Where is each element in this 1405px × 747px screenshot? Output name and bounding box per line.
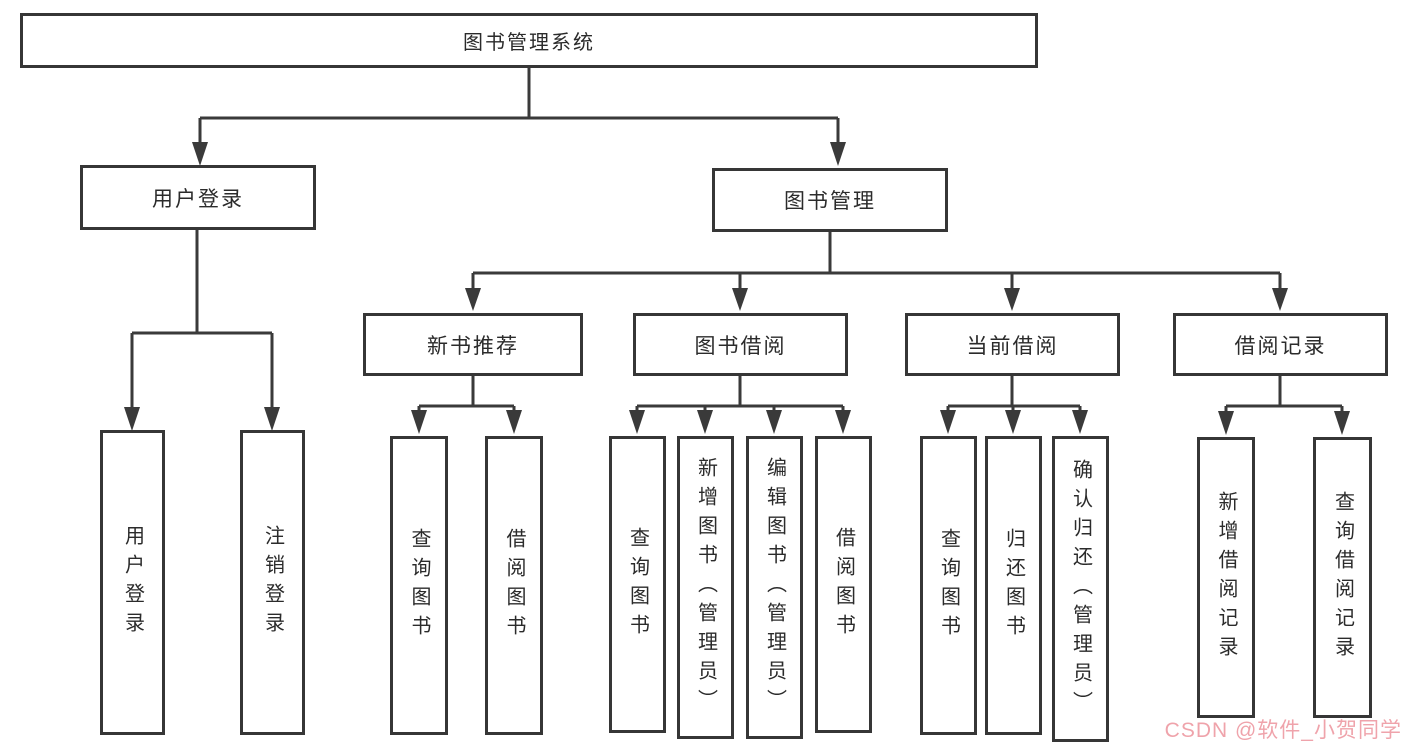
leaf-query-book-2: 查询图书 xyxy=(609,436,666,733)
leaf-query-book-1: 查询图书 xyxy=(390,436,448,735)
leaf-return-book: 归还图书 xyxy=(985,436,1042,735)
leaf-confirm-return-admin: 确认归还（管理员） xyxy=(1052,436,1109,742)
leaf-borrow-book-1: 借阅图书 xyxy=(485,436,543,735)
leaf-query-borrow-record: 查询借阅记录 xyxy=(1313,437,1372,718)
arrowheads xyxy=(124,142,1350,435)
node-current-borrowing: 当前借阅 xyxy=(905,313,1120,376)
node-user-login: 用户登录 xyxy=(80,165,316,230)
csdn-watermark: CSDN @软件_小贺同学 xyxy=(1164,719,1402,742)
node-borrowing-records: 借阅记录 xyxy=(1173,313,1388,376)
leaf-borrow-book-2: 借阅图书 xyxy=(815,436,872,733)
leaf-query-book-3: 查询图书 xyxy=(920,436,977,735)
node-book-management: 图书管理 xyxy=(712,168,948,232)
leaf-logout: 注销登录 xyxy=(240,430,305,735)
node-book-borrowing: 图书借阅 xyxy=(633,313,848,376)
node-root-system: 图书管理系统 xyxy=(20,13,1038,68)
leaf-add-book-admin: 新增图书（管理员） xyxy=(677,436,734,739)
leaf-edit-book-admin: 编辑图书（管理员） xyxy=(746,436,803,739)
leaf-add-borrow-record: 新增借阅记录 xyxy=(1197,437,1255,718)
leaf-user-login: 用户登录 xyxy=(100,430,165,735)
node-new-book-recommendation: 新书推荐 xyxy=(363,313,583,376)
